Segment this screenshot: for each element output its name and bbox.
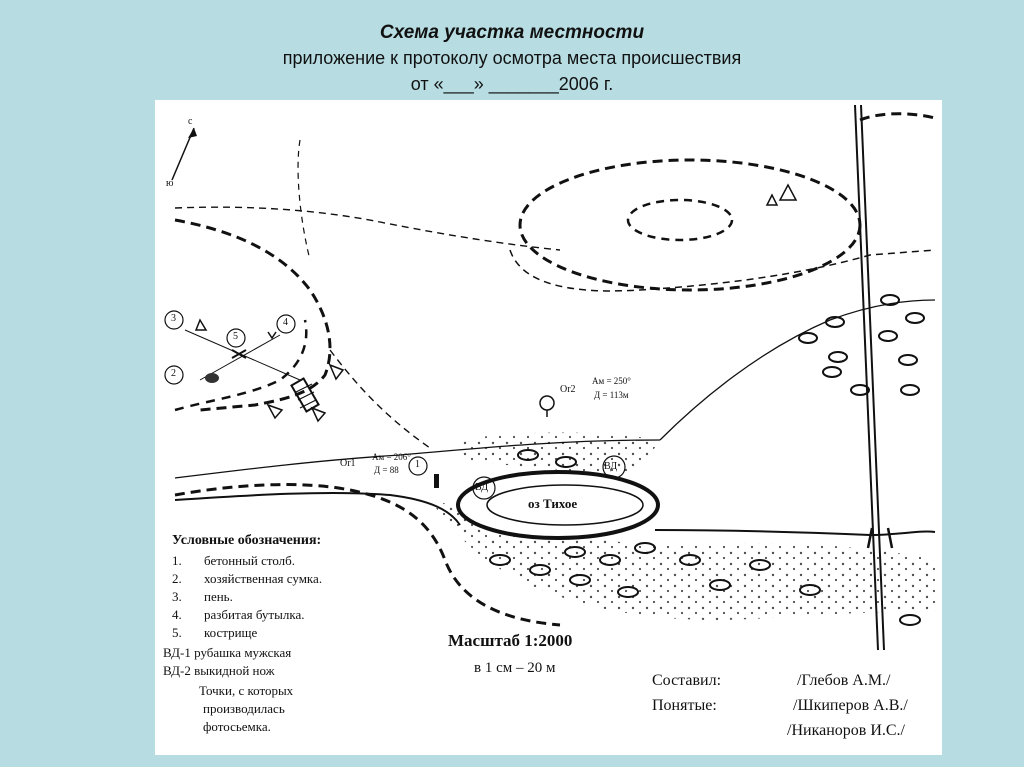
legend-item-1: 1. бетонный столб. bbox=[172, 553, 295, 569]
dirt-road bbox=[174, 206, 561, 449]
mark-label-3: 3 bbox=[171, 313, 176, 324]
mark-circle-1 bbox=[408, 456, 428, 476]
lake-shore-inner bbox=[486, 484, 644, 526]
forest-edge-northeast bbox=[859, 112, 936, 122]
power-line-left-rail bbox=[854, 104, 879, 651]
evidence-label-vd1: ВД bbox=[604, 461, 618, 472]
bottle-icon bbox=[267, 331, 277, 340]
legend-item-3-text: пень. bbox=[204, 589, 233, 604]
photo-point-1-azimuth: Ам = 206° bbox=[372, 452, 411, 462]
photo-point-2-label: Оr2 bbox=[560, 384, 576, 395]
legend-item-1-num: 1. bbox=[172, 553, 182, 568]
conifer-icon bbox=[765, 183, 798, 206]
photo-point-2-distance: Д = 113м bbox=[594, 390, 629, 400]
compiled-label: Составил: bbox=[652, 672, 722, 689]
scale-ratio: в 1 см – 20 м bbox=[474, 660, 556, 676]
legend-item-2: 2. хозяйственная сумка. bbox=[172, 571, 322, 587]
lake-name: оз Тихое bbox=[528, 496, 578, 511]
legend-panel: Условные обозначения: 1.бетонный столб. … bbox=[163, 527, 362, 745]
mark-circle-5 bbox=[226, 328, 246, 348]
forest-edge-west bbox=[174, 218, 332, 412]
concrete-post-icon bbox=[434, 474, 439, 488]
path-from-forest bbox=[297, 139, 311, 261]
mark-label-1: 1 bbox=[415, 459, 420, 470]
witness-2-name: /Никаноров И.С./ bbox=[787, 722, 905, 739]
legend-vd1: ВД-1 рубашка мужская bbox=[163, 645, 292, 660]
compass-north-label: с bbox=[188, 116, 193, 127]
witnesses-label: Понятые: bbox=[652, 697, 717, 714]
legend-vd2: ВД-2 выкидной нож bbox=[163, 663, 275, 678]
photo-point-2-azimuth: Ам = 250° bbox=[592, 376, 631, 386]
legend-item-5: 5. кострище bbox=[172, 625, 257, 641]
mark-label-5: 5 bbox=[233, 331, 238, 342]
page-subtitle: приложение к протоколу осмотра места про… bbox=[282, 48, 742, 68]
legend-photo-note-2: производилась bbox=[203, 701, 285, 716]
legend-item-4: 4. разбитая бутылка. bbox=[172, 607, 304, 623]
legend-heading: Условные обозначения: bbox=[172, 533, 322, 548]
photo-point-marker-2 bbox=[328, 363, 345, 381]
photo-point-1-label: Оr1 bbox=[340, 458, 356, 469]
forest-north-outer bbox=[518, 158, 862, 292]
evidence-label-vd2: ВД bbox=[475, 482, 489, 493]
mark-circle-2 bbox=[164, 365, 184, 385]
mark-label-4: 4 bbox=[283, 317, 288, 328]
mark-label-2: 2 bbox=[171, 368, 176, 379]
photo-point-marker-1 bbox=[266, 403, 284, 420]
mark-circle-4 bbox=[276, 314, 296, 334]
bridge-icon bbox=[866, 527, 894, 549]
bushes-east bbox=[798, 294, 925, 396]
scale-label: Масштаб 1:2000 bbox=[448, 631, 573, 650]
photo-point-marker-3 bbox=[310, 406, 327, 423]
legend-photo-note-3: фотосьемка. bbox=[203, 719, 271, 734]
photo-point-1-distance: Д = 88 bbox=[374, 465, 399, 475]
forest-north-inner bbox=[626, 198, 734, 242]
legend-item-5-num: 5. bbox=[172, 625, 182, 640]
stream bbox=[174, 491, 936, 537]
legend-item-3-num: 3. bbox=[172, 589, 182, 604]
legend-item-1-text: бетонный столб. bbox=[204, 553, 296, 568]
compass-arrowhead-icon bbox=[188, 128, 197, 138]
date-line: от «___» _______2006 г. bbox=[410, 74, 614, 94]
legend-item-5-text: кострище bbox=[204, 625, 258, 640]
compiled-name: /Глебов А.М./ bbox=[797, 672, 891, 689]
forest-edge-south bbox=[174, 483, 561, 627]
legend-item-4-num: 4. bbox=[172, 607, 182, 622]
legend-item-3: 3. пень. bbox=[172, 589, 233, 605]
legend-item-4-text: разбитая бутылка. bbox=[204, 607, 305, 622]
vehicle-hatching bbox=[295, 383, 317, 409]
legend-item-2-text: хозяйственная сумка. bbox=[204, 571, 323, 586]
field-boundary-east bbox=[659, 299, 936, 441]
legend-item-2-num: 2. bbox=[172, 571, 182, 586]
campfire-icon bbox=[231, 349, 247, 359]
field-boundary bbox=[174, 439, 661, 479]
forest-north-boundary bbox=[509, 249, 936, 292]
evidence-circle-vd1 bbox=[602, 455, 626, 479]
power-line-right-rail bbox=[860, 104, 885, 651]
bushes-south bbox=[489, 449, 921, 626]
page-title: Схема участка местности bbox=[379, 22, 645, 43]
bag-icon bbox=[205, 373, 219, 383]
compass-south-label: ю bbox=[166, 178, 174, 189]
witness-1-name: /Шкиперов А.В./ bbox=[793, 697, 908, 714]
stump-icon bbox=[194, 318, 208, 331]
meadow-area-north bbox=[460, 432, 660, 475]
mark-circle-3 bbox=[164, 310, 184, 330]
tree-icon bbox=[539, 395, 555, 411]
legend-photo-note-1: Точки, с которых bbox=[199, 683, 294, 698]
evidence-circle-vd2 bbox=[472, 476, 496, 500]
